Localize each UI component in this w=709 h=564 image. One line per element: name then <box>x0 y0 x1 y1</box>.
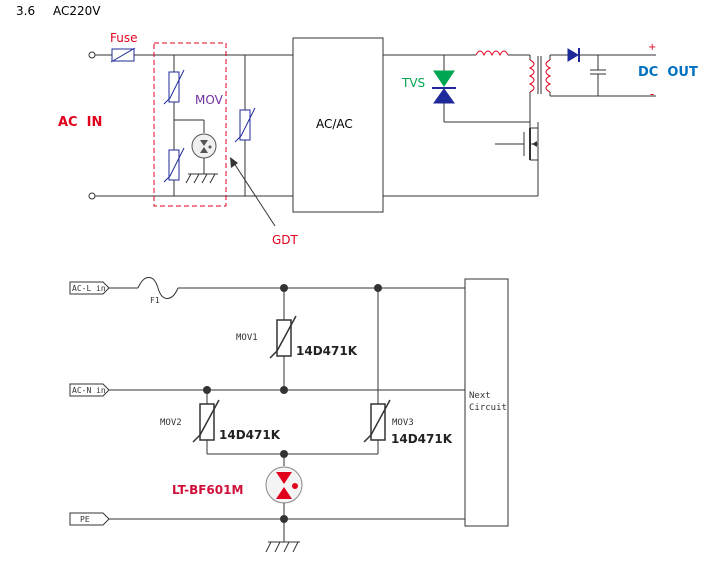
mov3-part-label: 14D471K <box>391 432 453 446</box>
junction-dot <box>374 284 382 292</box>
input-terminal-bottom <box>88 192 96 200</box>
section-number: 3.6 <box>16 4 35 18</box>
tvs-label: TVS <box>401 76 425 90</box>
gdt-label: GDT <box>272 233 299 247</box>
dc-out-label: DC OUT <box>638 65 698 80</box>
next-circuit-block <box>464 278 509 527</box>
input-terminal-top <box>88 51 96 59</box>
plus-sign: + <box>648 42 656 53</box>
junction-dot <box>280 386 288 394</box>
ac-n-connector <box>69 383 110 397</box>
junction-dot <box>203 386 211 394</box>
next-circuit-line1: Next <box>469 391 491 401</box>
transformer-secondary <box>545 59 552 93</box>
gdt-part-label: LT-BF601M <box>172 483 243 497</box>
tvs-diode-bottom <box>433 88 455 104</box>
protection-group-box <box>153 42 227 207</box>
output-diode <box>567 48 579 62</box>
bottom-circuit <box>69 277 509 553</box>
fuse-label: Fuse <box>110 31 138 45</box>
minus-sign: - <box>650 87 654 101</box>
fuse-f1-label: F1 <box>150 296 160 305</box>
ac-l-connector <box>69 281 110 295</box>
top-circuit <box>88 37 656 227</box>
mov2-part-label: 14D471K <box>219 428 281 442</box>
junction-dot <box>280 284 288 292</box>
mov2-label: MOV2 <box>160 418 182 428</box>
ac-l-label: AC-L in <box>72 284 106 293</box>
junction-dot <box>280 450 288 458</box>
pe-label: PE <box>80 515 90 524</box>
converter-label: AC/AC <box>316 117 353 131</box>
mov-label: MOV <box>195 93 224 107</box>
fuse-f1 <box>137 277 179 299</box>
junction-dot <box>280 515 288 523</box>
tvs-diode-top <box>433 70 455 87</box>
mov1-label: MOV1 <box>236 333 258 343</box>
junction-dots <box>203 284 382 523</box>
transformer-primary <box>528 59 535 93</box>
mov1-part-label: 14D471K <box>296 344 358 358</box>
gdt-pointer <box>231 159 276 227</box>
ac-n-label: AC-N in <box>72 386 106 395</box>
inductor <box>475 50 509 57</box>
pe-connector <box>69 512 110 526</box>
next-circuit-line2: Circuit <box>469 403 507 413</box>
converter-block <box>292 37 384 213</box>
mov3-label: MOV3 <box>392 418 414 428</box>
ac-in-label: AC IN <box>58 115 102 130</box>
section-title: AC220V <box>53 4 101 18</box>
